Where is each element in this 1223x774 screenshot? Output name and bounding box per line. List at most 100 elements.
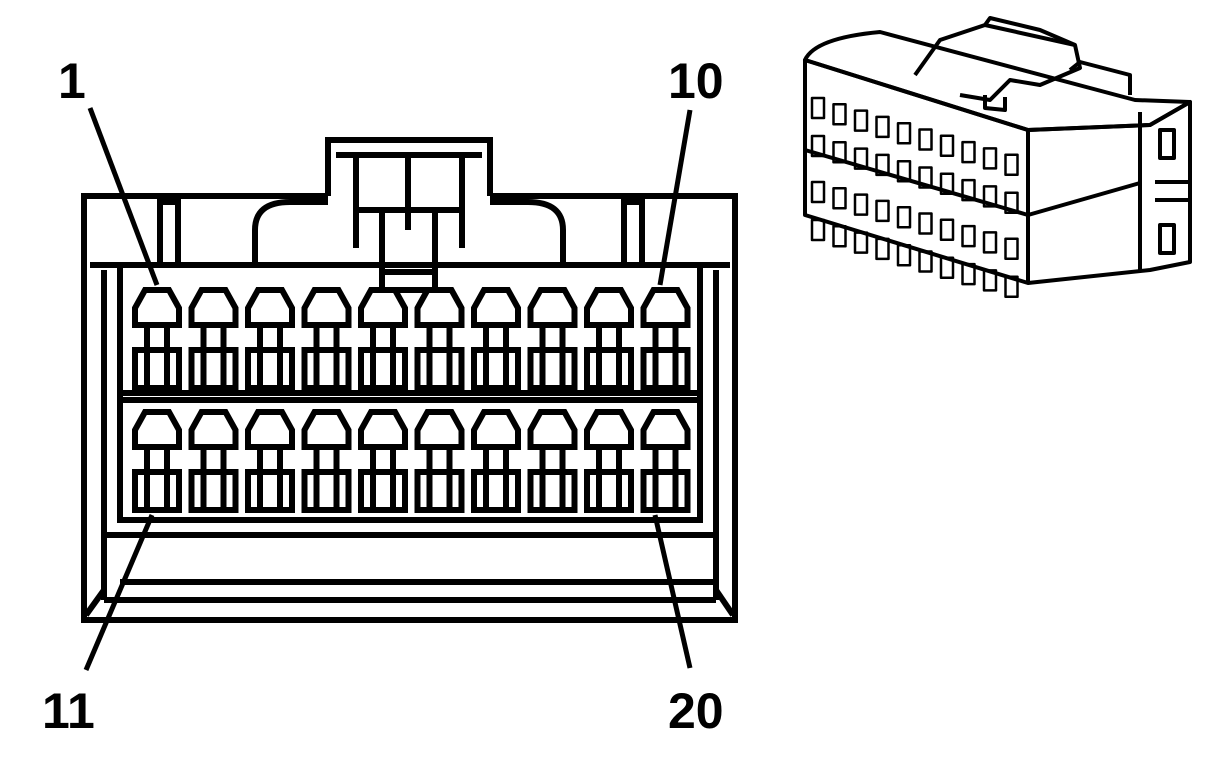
pin-base [640,469,691,513]
iso-cavity [961,224,976,248]
pin-base [245,469,295,513]
pin-head [358,287,408,328]
iso-cavity [875,237,890,261]
pin-base [132,469,182,513]
iso-cavity [875,153,890,177]
pin-cavity-8 [527,287,578,391]
pin-head [245,287,295,328]
iso-cavity [853,193,869,216]
pin-cavity-3 [245,287,295,391]
iso-latch [913,23,1082,102]
iso-cavity [961,178,976,202]
iso-cavity [853,231,869,254]
pin-base [301,347,352,391]
inner-frame [90,262,730,523]
iso-cavity [1004,191,1019,214]
leader-pin-1 [87,107,160,286]
leader-pin-10 [657,109,693,286]
left-post [157,199,181,268]
iso-cavity [810,218,826,242]
pin-base [584,347,634,391]
iso-top-face [803,30,1192,132]
pin-head [245,409,295,450]
pin-cavity-16 [414,409,465,513]
pin-head [640,287,691,328]
iso-cavity [853,109,869,132]
iso-cavity [982,231,998,254]
pin-base [527,347,578,391]
pin-base [471,469,521,513]
pin-base [245,347,295,391]
pin-cavity-14 [301,409,352,513]
pin-label-11: 11 [42,683,95,739]
housing-outline [81,193,738,623]
iso-cavity [875,199,890,223]
iso-cavity [896,243,912,267]
pin-base [414,347,465,391]
left-wall-slant [83,588,107,617]
connector-face-view [81,107,738,671]
iso-cavity [1004,153,1019,176]
pin-cavity-1 [132,287,182,391]
iso-cavity [832,187,847,210]
iso-cavity [832,103,847,126]
latch-tab [325,137,493,196]
leader-pin-20 [652,514,693,669]
pin-head [527,287,578,328]
right-wall-slant [713,588,736,617]
pin-base [188,469,239,513]
iso-cavity [939,172,955,196]
pin-base [640,347,691,391]
iso-front-divider [804,148,1029,217]
pin-head [584,287,634,328]
iso-latch [983,16,1076,47]
iso-cavity [982,269,998,292]
pin-base [584,469,634,513]
iso-side-window [1158,223,1176,255]
iso-cavity [982,147,998,170]
right-shoulder [490,199,566,265]
pin-head [471,409,521,450]
pin-row-bottom [132,409,691,513]
iso-cavity [810,96,826,120]
pin-cavity-17 [471,409,521,513]
iso-cavity [896,205,912,229]
iso-cavity [875,115,890,139]
iso-cavity [832,141,847,164]
iso-right-divider [1027,181,1141,217]
pin-base [527,469,578,513]
pin-head [414,287,465,328]
iso-latch-small [983,95,1007,112]
pin-base [358,469,408,513]
pin-cavity-5 [358,287,408,391]
leader-pin-11 [83,514,155,671]
pin-cavity-15 [358,409,408,513]
pin-head [471,287,521,328]
iso-cavity [961,262,976,286]
iso-cavity [939,134,955,158]
iso-latch-tab [1068,60,1132,95]
pin-head [527,409,578,450]
iso-cavity [832,225,847,248]
pin-head [132,287,182,328]
pin-base [358,347,408,391]
pin-base [414,469,465,513]
iso-cavity [918,128,933,151]
pin-head [188,287,239,328]
iso-cavity [982,185,998,208]
iso-side-window [1158,128,1176,160]
pin-cavity-11 [132,409,182,513]
left-shoulder [252,199,328,265]
iso-cavity [918,166,933,189]
right-post [621,199,645,268]
iso-cavity [918,212,933,235]
iso-cavity [1004,275,1019,298]
iso-cavity [896,121,912,145]
iso-cavity [853,147,869,170]
pin-cavity-19 [584,409,634,513]
pin-head [584,409,634,450]
pin-base [132,347,182,391]
pin-head [132,409,182,450]
pin-base [471,347,521,391]
